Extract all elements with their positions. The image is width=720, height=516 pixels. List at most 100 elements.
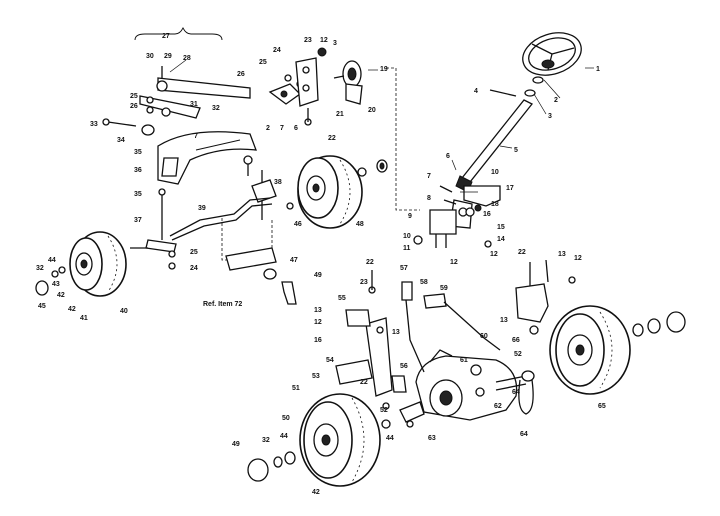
callout-66: 66 — [512, 337, 520, 344]
callout-55: 55 — [338, 295, 346, 302]
callout-44c: 44 — [280, 433, 288, 440]
callout-24b: 24 — [190, 265, 198, 272]
callout-37: 37 — [134, 217, 142, 224]
front-axle — [130, 131, 297, 305]
callout-25b: 25 — [130, 93, 138, 100]
callout-4: 4 — [474, 88, 478, 95]
callout-33: 33 — [90, 121, 98, 128]
callout-7b: 7 — [280, 125, 284, 132]
callout-11: 11 — [403, 245, 411, 252]
callout-10: 10 — [403, 233, 411, 240]
callout-64: 64 — [512, 389, 520, 396]
callout-61: 61 — [460, 357, 468, 364]
callout-56: 56 — [400, 363, 408, 370]
callout-3b: 3 — [333, 40, 337, 47]
callout-42c: 42 — [312, 489, 320, 496]
callout-60: 60 — [480, 333, 488, 340]
rear-right-wheel — [549, 305, 686, 395]
callout-35b: 35 — [134, 191, 142, 198]
callout-59: 59 — [440, 285, 448, 292]
callout-labels: 1 2 3 4 5 6 7 8 9 10 11 12 12 10 17 18 1… — [36, 33, 606, 496]
callout-25c: 25 — [190, 249, 198, 256]
callout-2: 2 — [554, 97, 558, 104]
callout-24: 24 — [273, 47, 281, 54]
rear-right-bracket — [515, 259, 576, 415]
callout-2b: 2 — [266, 125, 270, 132]
callout-6: 6 — [446, 153, 450, 160]
front-left-wheel — [35, 231, 127, 297]
callout-49b: 49 — [232, 441, 240, 448]
callout-58: 58 — [420, 279, 428, 286]
callout-14: 14 — [497, 236, 505, 243]
callout-23: 23 — [304, 37, 312, 44]
callout-13c: 13 — [558, 251, 566, 258]
callout-1: 1 — [596, 66, 600, 73]
callout-32: 32 — [212, 105, 220, 112]
callout-50: 50 — [282, 415, 290, 422]
steering-column-parts — [413, 76, 544, 248]
callout-65: 65 — [598, 403, 606, 410]
callout-12c: 12 — [320, 37, 328, 44]
callout-20: 20 — [368, 107, 376, 114]
callout-52: 52 — [380, 407, 388, 414]
callout-3: 3 — [548, 113, 552, 120]
callout-27: 27 — [162, 33, 170, 40]
callout-22b: 22 — [366, 259, 374, 266]
callout-12b: 12 — [490, 251, 498, 258]
callout-51: 51 — [292, 385, 300, 392]
callout-29: 29 — [164, 53, 172, 60]
callout-34: 34 — [117, 137, 125, 144]
callout-48: 48 — [356, 221, 364, 228]
callout-47: 47 — [290, 257, 298, 264]
callout-32c: 32 — [262, 437, 270, 444]
callout-36: 36 — [134, 167, 142, 174]
callout-13b: 13 — [392, 329, 400, 336]
callout-18: 18 — [491, 201, 499, 208]
callout-64b: 64 — [520, 431, 528, 438]
callout-52b: 52 — [514, 351, 522, 358]
callout-46: 46 — [294, 221, 302, 228]
callout-57: 57 — [400, 265, 408, 272]
callout-32b: 32 — [36, 265, 44, 272]
callout-53: 53 — [312, 373, 320, 380]
callout-44b: 44 — [386, 435, 394, 442]
transmission-assembly — [335, 270, 527, 429]
callout-62: 62 — [494, 403, 502, 410]
callout-31: 31 — [190, 101, 198, 108]
rear-left-wheel — [247, 393, 381, 487]
callout-41: 41 — [80, 315, 88, 322]
callout-54: 54 — [326, 357, 334, 364]
callout-16b: 16 — [314, 337, 322, 344]
callout-16: 16 — [483, 211, 491, 218]
ref-note: Ref. Item 72 — [203, 301, 242, 308]
front-right-wheel — [297, 155, 388, 229]
callout-5: 5 — [514, 147, 518, 154]
callout-22d: 22 — [518, 249, 526, 256]
callout-38: 38 — [274, 179, 282, 186]
callout-21: 21 — [336, 111, 344, 118]
callout-19: 19 — [380, 66, 388, 73]
callout-28: 28 — [183, 55, 191, 62]
callout-17: 17 — [506, 185, 514, 192]
steering-wheel — [522, 32, 582, 76]
callout-26: 26 — [237, 71, 245, 78]
callout-23b: 23 — [360, 279, 368, 286]
callout-43: 43 — [52, 281, 60, 288]
callout-9: 9 — [408, 213, 412, 220]
callout-44: 44 — [48, 257, 56, 264]
callout-10b: 10 — [491, 169, 499, 176]
callout-26b: 26 — [130, 103, 138, 110]
callout-22c: 22 — [360, 379, 368, 386]
callout-35: 35 — [134, 149, 142, 156]
callout-7c: 7 — [194, 133, 198, 140]
callout-42: 42 — [57, 292, 65, 299]
callout-7: 7 — [427, 173, 431, 180]
callout-22: 22 — [328, 135, 336, 142]
callout-13d: 13 — [500, 317, 508, 324]
callout-8: 8 — [427, 195, 431, 202]
callout-13: 13 — [314, 307, 322, 314]
callout-12e: 12 — [574, 255, 582, 262]
callout-42b: 42 — [68, 306, 76, 313]
callout-45: 45 — [38, 303, 46, 310]
